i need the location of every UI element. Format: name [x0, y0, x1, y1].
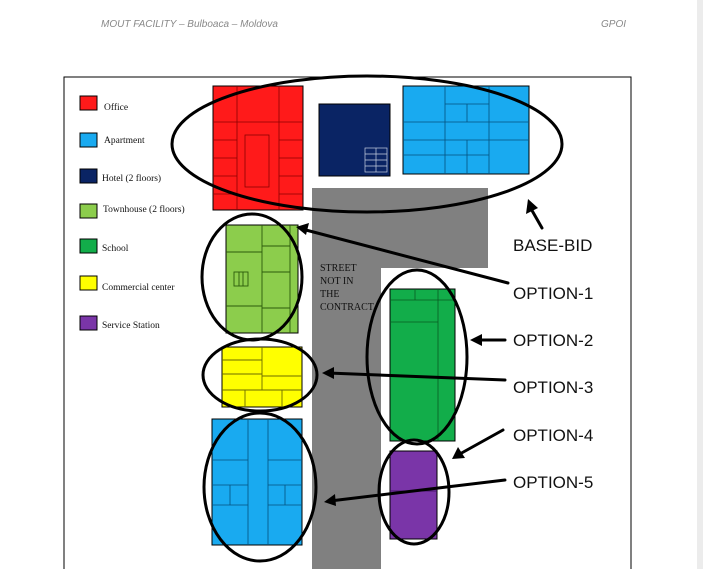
street-label-4: CONTRACT: [320, 302, 374, 313]
ellipse-option-5: [202, 411, 318, 563]
arrow-option-4: [456, 428, 505, 457]
street-label-3: THE: [320, 289, 339, 300]
legend-label-school: School: [102, 244, 129, 254]
legend-swatch-townhouse: [79, 203, 98, 219]
label-option-3: OPTION-3: [513, 378, 593, 397]
legend-label-commercial: Commercial center: [102, 283, 175, 293]
arrowhead-option-2: [470, 334, 482, 346]
building-townhouse: [225, 224, 299, 334]
legend-label-townhouse: Townhouse (2 floors): [103, 204, 185, 215]
building-school: [389, 288, 456, 442]
legend-label-service-station: Service Station: [102, 321, 160, 331]
legend-swatch-office: [79, 95, 98, 111]
arrowhead-base-bid: [526, 199, 538, 214]
page-edge: [697, 0, 703, 569]
arrow-option-1: [300, 227, 510, 285]
legend-label-apartment: Apartment: [104, 136, 145, 146]
arrowhead-option-5: [324, 494, 336, 506]
label-option-5: OPTION-5: [513, 473, 593, 492]
ellipse-option-4: [377, 438, 451, 546]
legend-label-hotel: Hotel (2 floors): [102, 173, 161, 184]
building-apartment-bottom: [211, 418, 303, 546]
arrowhead-option-3: [322, 367, 334, 379]
street-label-2: NOT IN: [320, 276, 353, 287]
building-commercial-center: [221, 346, 303, 408]
street-vertical: [312, 188, 381, 569]
label-option-1: OPTION-1: [513, 284, 593, 303]
legend-swatch-service-station: [79, 315, 98, 331]
legend-swatch-commercial: [79, 275, 98, 291]
arrowhead-option-1: [296, 223, 309, 235]
arrow-option-5: [328, 478, 507, 503]
legend-swatch-school: [79, 238, 98, 254]
street-area: [312, 188, 488, 569]
legend-label-office: Office: [104, 102, 128, 113]
document-header-title: MOUT FACILITY – Bulboaca – Moldova: [101, 19, 278, 30]
label-base-bid: BASE-BID: [513, 236, 592, 255]
legend: Office Apartment Hotel (2 floors) Townho…: [79, 95, 185, 331]
building-hotel: [318, 103, 391, 177]
ellipse-option-3: [201, 337, 319, 413]
label-option-2: OPTION-2: [513, 331, 593, 350]
ellipse-base-bid: [170, 74, 564, 214]
arrow-option-3: [326, 371, 507, 382]
legend-swatch-hotel: [79, 168, 98, 184]
document-header-org: GPOI: [601, 19, 627, 30]
arrowhead-option-4: [452, 447, 465, 459]
building-service-station: [389, 450, 438, 540]
building-office: [212, 85, 304, 211]
street-label-1: STREET: [320, 263, 357, 274]
label-option-4: OPTION-4: [513, 426, 593, 445]
legend-swatch-apartment: [79, 132, 98, 148]
ellipse-option-2: [365, 268, 469, 446]
